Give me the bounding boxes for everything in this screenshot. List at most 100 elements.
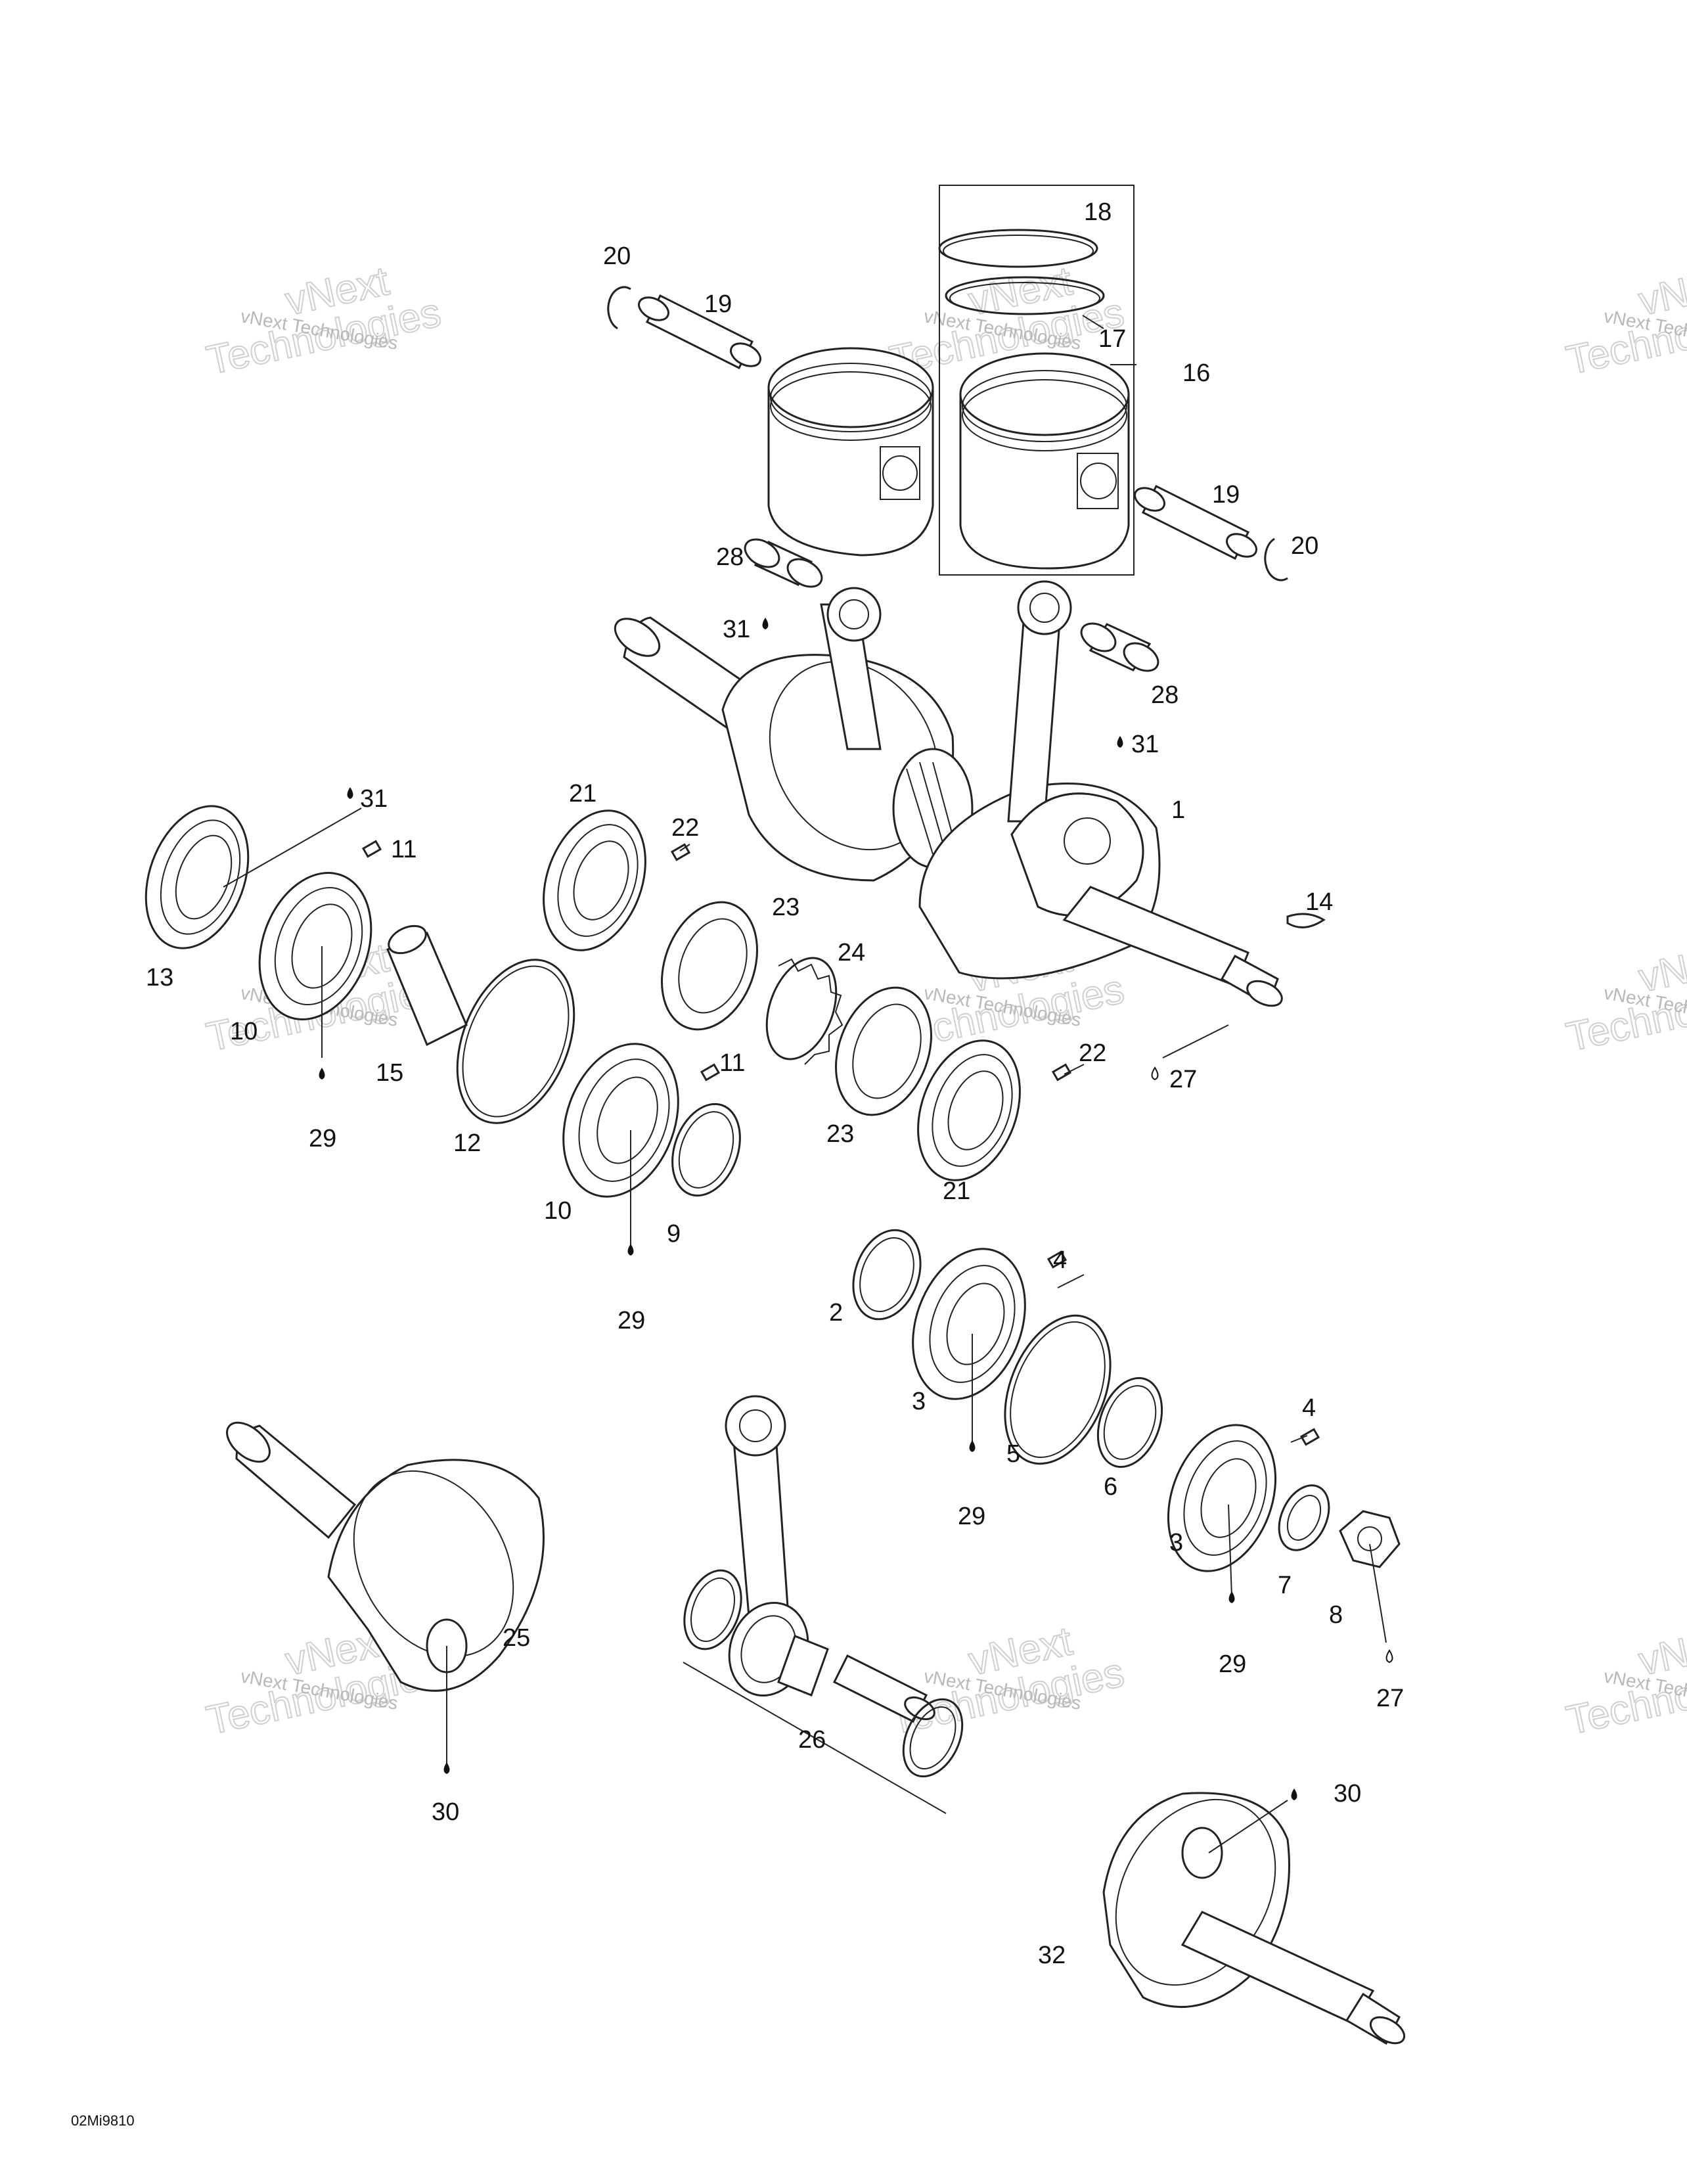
callout-17: 17: [1098, 325, 1126, 353]
leader-lines: [223, 315, 1387, 1854]
callout-30: 30: [432, 1798, 459, 1826]
piston-kit-box: [939, 185, 1135, 576]
callout-9: 9: [667, 1220, 681, 1248]
dowel-pin-22-lower: [1051, 1063, 1072, 1081]
sealant-drop-icon: [443, 1762, 450, 1774]
lubricant-drops: [319, 618, 1393, 1800]
callout-29: 29: [958, 1503, 985, 1530]
callout-18: 18: [1084, 198, 1112, 226]
callout-25: 25: [503, 1624, 530, 1652]
callout-4: 4: [1302, 1394, 1316, 1422]
shim-2: [852, 1229, 922, 1321]
callout-23: 23: [772, 894, 799, 921]
callout-20: 20: [1291, 532, 1318, 560]
oil-drop-icon: [319, 1068, 325, 1080]
oil-drop-icon: [1228, 1591, 1235, 1603]
oil-drop-icon: [969, 1440, 976, 1452]
dowel-pin-11-top: [361, 840, 382, 858]
dowel-pin-4-lower: [1299, 1428, 1320, 1446]
callout-29: 29: [1219, 1650, 1246, 1678]
dowel-pin-11-lower: [700, 1063, 721, 1081]
callout-5: 5: [1006, 1440, 1020, 1468]
callout-13: 13: [146, 964, 173, 991]
oil-drop-icon: [627, 1244, 634, 1256]
bearing-23-lower: [835, 986, 932, 1116]
piston-pin-left: [638, 294, 761, 370]
piston-right: [959, 352, 1130, 570]
connecting-rod-kit-26: [683, 1395, 964, 1814]
callout-10: 10: [230, 1018, 258, 1045]
crankshaft-half-25: [226, 1421, 545, 1692]
gear-24: [765, 957, 844, 1065]
piston-left: [767, 347, 934, 557]
callout-27: 27: [1376, 1685, 1404, 1712]
bearing-23-top: [661, 901, 758, 1031]
watermark: Technologies vNext vNext Technologies: [886, 1618, 1129, 1744]
shim-6: [1096, 1376, 1163, 1468]
callout-14: 14: [1305, 888, 1333, 916]
callout-1: 1: [1171, 796, 1185, 824]
crankshaft-half-32: [1102, 1792, 1406, 2045]
ball-bearing-10-lower: [562, 1043, 679, 1198]
callout-29: 29: [618, 1307, 645, 1334]
threadlocker-drop-icon: [1385, 1649, 1393, 1664]
callout-19: 19: [1212, 481, 1240, 509]
callout-23: 23: [826, 1120, 854, 1148]
needle-bearing-left: [744, 538, 823, 588]
callout-4: 4: [1053, 1246, 1067, 1274]
callout-26: 26: [798, 1726, 826, 1754]
grease-drop-icon: [347, 787, 353, 799]
callout-19: 19: [704, 290, 732, 318]
o-ring-12: [456, 959, 575, 1124]
diagram-code: 02Mi9810: [71, 2112, 135, 2129]
piston-rings: [938, 229, 1105, 315]
threadlocker-drop-icon: [1151, 1066, 1159, 1081]
callout-28: 28: [716, 543, 744, 571]
circlip-left: [607, 286, 631, 330]
callout-11: 11: [391, 836, 416, 863]
ball-bearing-10-left: [258, 872, 372, 1020]
grease-drop-icon: [1117, 736, 1123, 748]
watermark: Technologies vNext vNext Technologies: [1562, 1618, 1687, 1744]
lock-washer-7: [1278, 1484, 1330, 1551]
nut-8: [1339, 1510, 1401, 1568]
callout-3: 3: [912, 1388, 926, 1415]
callout-12: 12: [453, 1129, 481, 1157]
callout-24: 24: [838, 939, 865, 967]
piston-pin-right: [1134, 484, 1257, 560]
callout-22: 22: [671, 814, 699, 842]
watermark: Technologies vNext vNext Technologies: [1562, 934, 1687, 1060]
callout-22: 22: [1079, 1039, 1106, 1067]
ball-bearing-3-lower: [1167, 1424, 1277, 1572]
shim-9: [671, 1103, 741, 1197]
dowel-pin-4-upper: [1046, 1250, 1068, 1269]
callout-28: 28: [1151, 681, 1179, 709]
ball-bearing-21-lower: [917, 1039, 1021, 1181]
callout-10: 10: [544, 1197, 572, 1225]
crankshaft-assembly: [614, 580, 1283, 1007]
callout-7: 7: [1278, 1572, 1292, 1599]
o-ring-5: [1004, 1314, 1112, 1465]
callout-27: 27: [1169, 1066, 1197, 1093]
watermark: Technologies vNext vNext Technologies: [202, 258, 445, 384]
dowel-pin-22-top: [670, 843, 691, 861]
woodruff-key: [1286, 913, 1326, 928]
callout-31: 31: [360, 785, 388, 813]
callout-21: 21: [569, 780, 596, 808]
callout-3: 3: [1169, 1529, 1183, 1557]
ball-bearing-3-upper: [912, 1248, 1026, 1400]
oil-seal-13: [145, 805, 250, 949]
callout-16: 16: [1182, 359, 1210, 387]
circlip-right: [1264, 537, 1288, 581]
watermark: Technologies vNext vNext Technologies: [1562, 258, 1687, 384]
ball-bearing-21-top: [543, 809, 646, 951]
callout-6: 6: [1104, 1473, 1117, 1501]
callout-15: 15: [376, 1059, 403, 1087]
callout-20: 20: [603, 242, 631, 270]
callout-31: 31: [1131, 731, 1159, 758]
callout-32: 32: [1038, 1942, 1066, 1969]
callout-2: 2: [829, 1299, 843, 1327]
callout-8: 8: [1329, 1601, 1343, 1629]
